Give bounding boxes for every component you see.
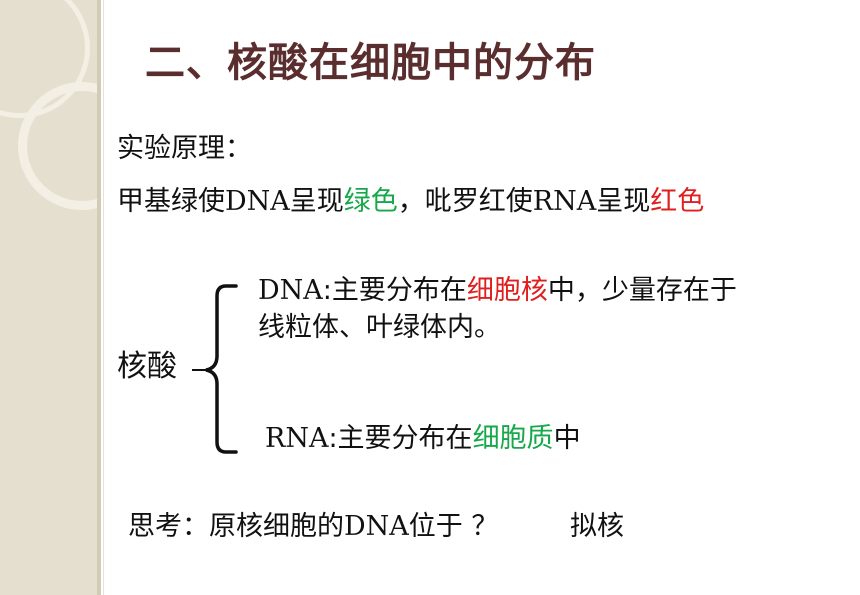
principle-label: 实验原理： [117,133,252,164]
nucleic-acid-label: 核酸 [117,349,177,384]
question-line: 思考：原核细胞的DNA位于 ？ [128,510,498,544]
slide-title: 二、核酸在细胞中的分布 [145,39,596,86]
rna-branch-text: 中 [553,423,581,454]
side-divider-thin [103,0,104,595]
decorative-ring [18,82,97,210]
question-label: 思考： [128,511,209,542]
dna-term: DNA [258,275,323,306]
principle-text: 呈现 [596,186,651,217]
dna-branch-text: 中，少量存在于 [547,275,737,306]
side-divider [97,0,101,595]
question-answer: 拟核 [570,511,624,542]
principle-line: 甲基绿使DNA呈现绿色，吡罗红使RNA呈现红色 [117,185,704,219]
nucleus-highlight: 细胞核 [466,275,548,306]
rna-branch-line: RNA:主要分布在细胞质中 [265,422,581,456]
principle-text: 甲基绿使 [117,186,225,217]
question-text: 原核细胞的 [209,511,344,542]
dna-term: DNA [344,511,409,542]
rna-term: RNA [265,423,329,454]
principle-text: 呈现 [289,186,344,217]
question-text: 位于 ？ [408,511,499,542]
rna-term: RNA [532,186,597,217]
red-highlight: 红色 [650,186,705,217]
rna-branch-text: :主要分布在 [328,423,473,454]
principle-text: ，吡罗红使 [397,186,533,217]
dna-branch-line1: DNA:主要分布在细胞核中，少量存在于 [258,274,737,308]
decorative-side-band [0,0,97,595]
curly-brace-icon [192,284,238,454]
cytoplasm-highlight: 细胞质 [472,423,554,454]
green-highlight: 绿色 [343,186,398,217]
dna-branch-line2: 线粒体、叶绿体内。 [258,312,501,343]
dna-term: DNA [225,186,290,217]
dna-branch-text: :主要分布在 [322,275,467,306]
